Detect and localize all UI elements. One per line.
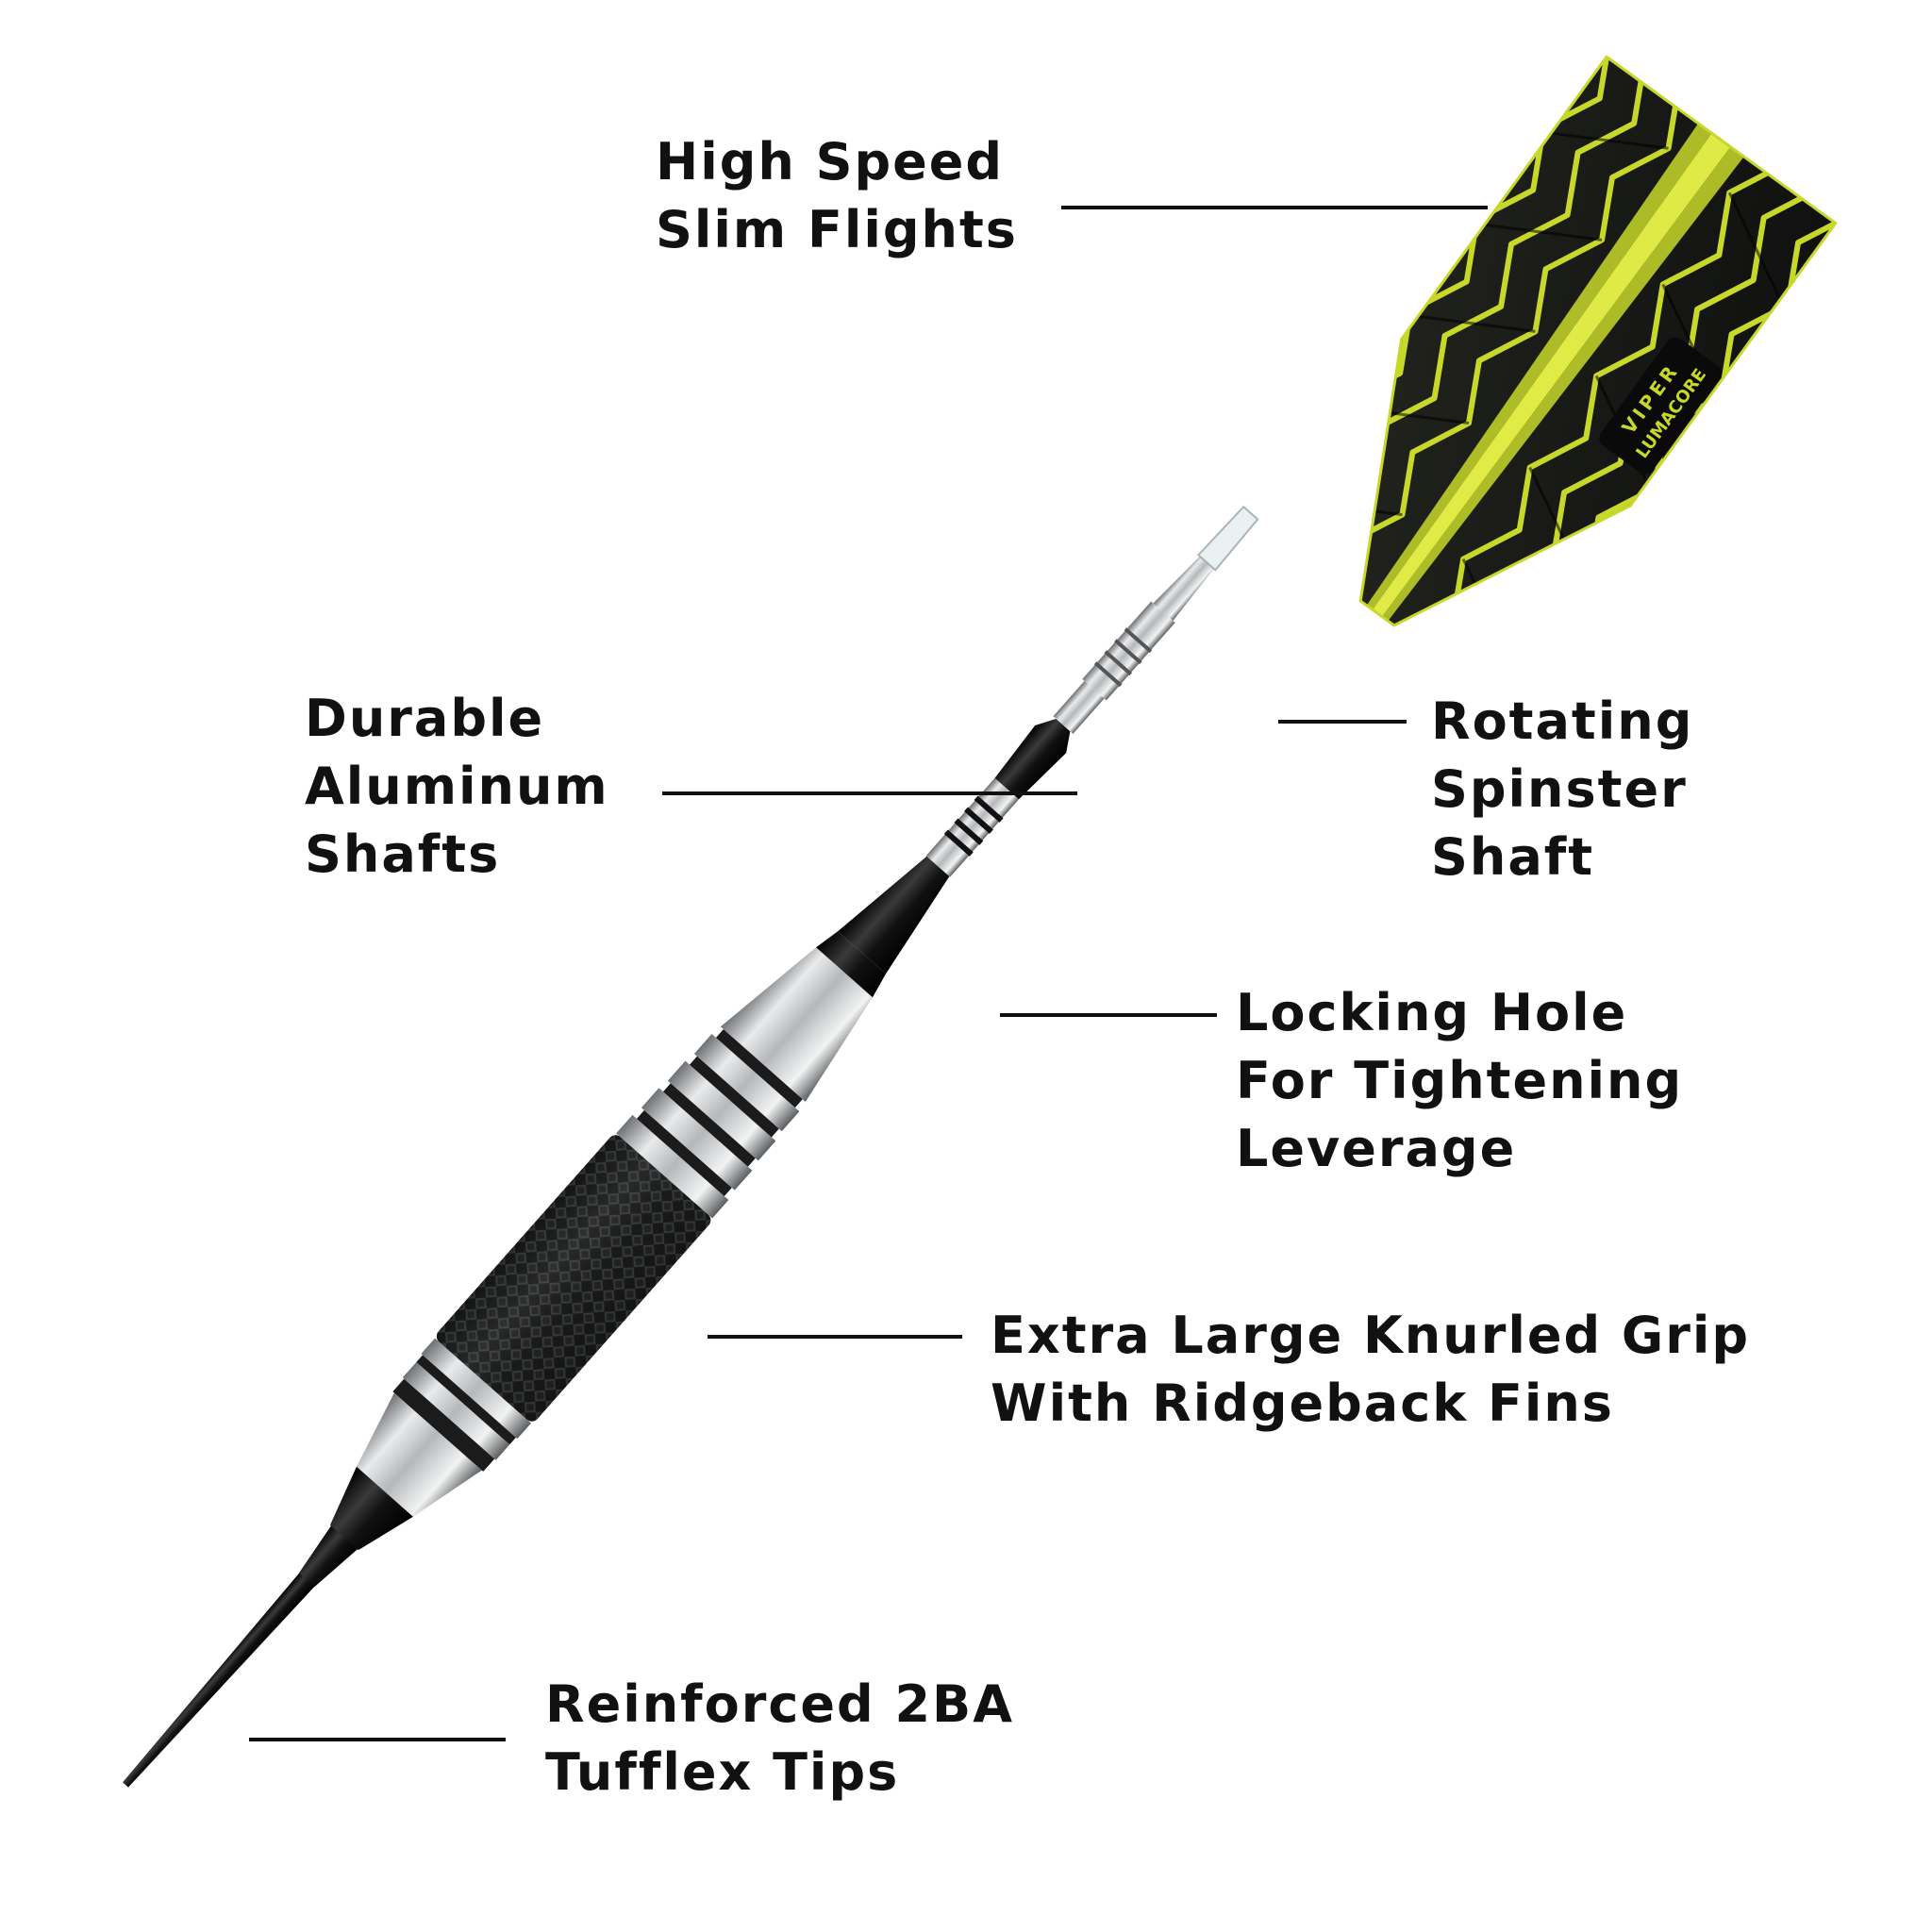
callout-flights-line: Slim Flights <box>656 200 1018 259</box>
callout-shafts: Durable Aluminum Shafts <box>305 685 609 889</box>
callout-spinster-line: Shaft <box>1431 827 1595 887</box>
barrel-rear <box>720 931 887 1102</box>
callout-flights: High Speed Slim Flights <box>656 128 1018 264</box>
ridgeback-fins <box>616 1028 803 1219</box>
dart-body <box>123 505 1259 1788</box>
callout-tips-line: Tufflex Tips <box>545 1742 900 1802</box>
callout-grip: Extra Large Knurled Grip With Ridgeback … <box>991 1302 1750 1438</box>
callout-flights-line: High Speed <box>656 132 1005 192</box>
callout-locking-line: Leverage <box>1236 1119 1517 1178</box>
tip <box>123 1466 413 1788</box>
spinster-leader-line <box>1278 720 1407 724</box>
tips-leader-line <box>249 1738 506 1741</box>
callout-shafts-line: Durable <box>305 689 545 748</box>
knurled-grip <box>436 1135 711 1422</box>
flight <box>1264 55 1838 697</box>
aluminum-shaft <box>838 718 1071 974</box>
locking-hole-leader-line <box>1000 1013 1217 1017</box>
callout-tips: Reinforced 2BA Tufflex Tips <box>545 1671 1014 1807</box>
barrel-nose <box>357 1338 531 1517</box>
callout-locking-hole: Locking Hole For Tightening Leverage <box>1236 979 1683 1183</box>
callout-spinster: Rotating Spinster Shaft <box>1431 688 1693 891</box>
grip-leader-line <box>708 1335 962 1339</box>
callout-shafts-line: Aluminum <box>305 757 609 816</box>
callout-spinster-line: Spinster <box>1431 759 1688 819</box>
shafts-leader-line <box>662 791 1077 795</box>
callout-tips-line: Reinforced 2BA <box>545 1674 1014 1734</box>
flights-leader-line <box>1061 206 1488 209</box>
callout-grip-line: Extra Large Knurled Grip <box>991 1306 1751 1365</box>
callout-shafts-line: Shafts <box>305 824 501 884</box>
callout-spinster-line: Rotating <box>1431 691 1694 751</box>
callout-locking-line: Locking Hole <box>1236 983 1628 1042</box>
spinster-shaft <box>1053 505 1259 734</box>
callout-grip-line: With Ridgeback Fins <box>991 1374 1614 1433</box>
callout-locking-line: For Tightening <box>1236 1051 1684 1110</box>
